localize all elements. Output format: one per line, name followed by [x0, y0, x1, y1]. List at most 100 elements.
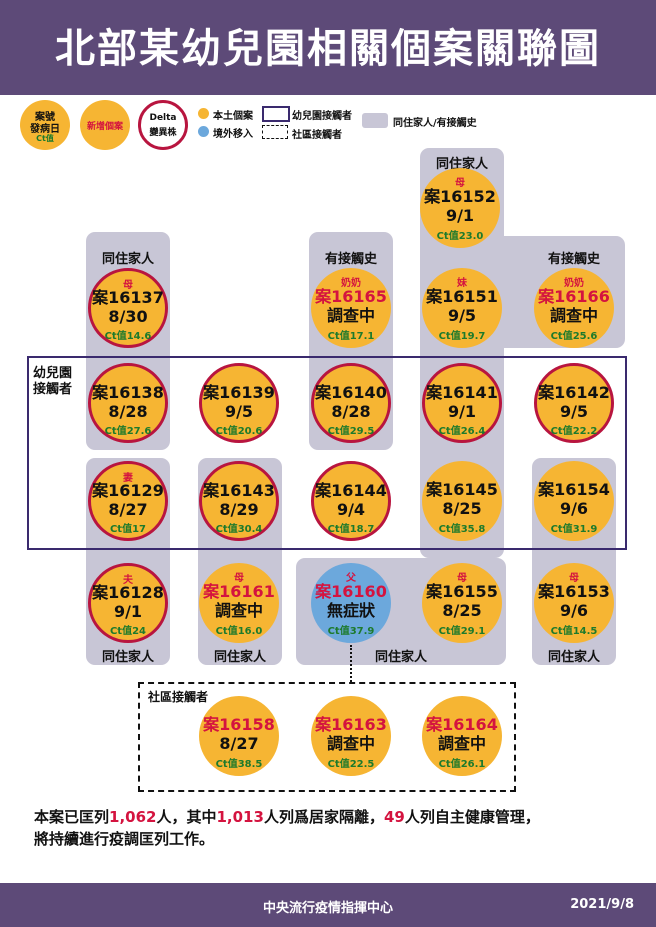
case-16161-relation: 母: [234, 573, 244, 584]
case-16141-ct: Ct值26.4: [438, 426, 486, 437]
case-16166-relation: 奶奶: [564, 278, 584, 289]
case-16142-id: 案16142: [538, 383, 610, 402]
case-16143-id: 案16143: [203, 481, 275, 500]
legend-household-box: [362, 113, 388, 128]
connector-dashed-line: [350, 645, 352, 682]
case-16155: 母 案16155 8/25 Ct值29.1: [422, 563, 502, 643]
case-16158: 案16158 8/27 Ct值38.5: [199, 696, 279, 776]
header-banner: [0, 0, 656, 95]
case-16158-date: 8/27: [219, 734, 259, 753]
case-16144-id: 案16144: [315, 481, 387, 500]
case-16129-id: 案16129: [92, 481, 164, 500]
legend-imported-label: 境外移入: [213, 129, 253, 140]
case-16165-relation: 奶奶: [341, 278, 361, 289]
legend-household-label: 同住家人/有接觸史: [393, 118, 477, 129]
case-16144: 案16144 9/4 Ct值18.7: [311, 461, 391, 541]
legend-case-no: 案號: [35, 112, 55, 123]
case-16141-id: 案16141: [426, 383, 498, 402]
legend-new-case: 新增個案: [86, 122, 123, 132]
legend-new-case-sample: 新增個案: [80, 100, 130, 150]
case-16161-date: 調查中: [214, 601, 263, 620]
case-16152-date: 9/1: [445, 206, 475, 225]
case-16129-relation: 妻: [123, 473, 133, 484]
case-16161-id: 案16161: [203, 582, 275, 601]
case-16152: 母 案16152 9/1 Ct值23.0: [420, 168, 500, 248]
case-16160-relation: 父: [346, 573, 356, 584]
case-16154: 案16154 9/6 Ct值31.9: [534, 461, 614, 541]
case-16128-relation: 夫: [123, 575, 133, 586]
summary-text-1: 本案已匡列: [34, 808, 110, 826]
case-16137-date: 8/30: [108, 307, 148, 326]
case-16164-date: 調查中: [437, 734, 486, 753]
legend-local-dot: [198, 108, 209, 119]
case-16144-date: 9/4: [336, 500, 366, 519]
case-16141-date: 9/1: [447, 402, 477, 421]
case-16153-ct: Ct值14.5: [550, 626, 598, 637]
case-16152-id: 案16152: [424, 187, 496, 206]
label-household-left: 同住家人: [101, 252, 154, 267]
legend-case-sample: 案號 發病日 Ct值: [20, 100, 70, 150]
case-16139-id: 案16139: [203, 383, 275, 402]
case-16155-relation: 母: [457, 573, 467, 584]
case-16139-ct: Ct值20.6: [215, 426, 263, 437]
case-16129-ct: Ct值17: [109, 524, 147, 535]
case-16158-id: 案16158: [203, 715, 275, 734]
case-16160-date: 無症狀: [326, 601, 375, 620]
case-16153: 母 案16153 9/6 Ct值14.5: [534, 563, 614, 643]
case-16137-ct: Ct值14.6: [104, 331, 152, 342]
case-16163: 案16163 調查中 Ct值22.5: [311, 696, 391, 776]
label-household-top: 同住家人: [435, 157, 488, 172]
case-16142: 案16142 9/5 Ct值22.2: [534, 363, 614, 443]
summary-line-2: 將持續進行疫調匡列工作。: [34, 830, 215, 848]
label-contact-right: 有接觸史: [547, 252, 600, 267]
case-16139-date: 9/5: [224, 402, 254, 421]
case-16166-date: 調查中: [549, 306, 598, 325]
case-16166-ct: Ct值25.6: [550, 331, 598, 342]
case-16143: 案16143 8/29 Ct值30.4: [199, 461, 279, 541]
case-16164-id: 案16164: [426, 715, 498, 734]
case-16128-date: 9/1: [113, 602, 143, 621]
case-16155-date: 8/25: [442, 601, 482, 620]
case-16151: 妹 案16151 9/5 Ct值19.7: [422, 268, 502, 348]
case-16138-id: 案16138: [92, 383, 164, 402]
case-16165-id: 案16165: [315, 287, 387, 306]
case-16166-id: 案16166: [538, 287, 610, 306]
case-16144-ct: Ct值18.7: [327, 524, 375, 535]
case-16142-date: 9/5: [559, 402, 589, 421]
case-16155-id: 案16155: [426, 582, 498, 601]
legend-local-label: 本土個案: [213, 111, 253, 122]
case-16140: 案16140 8/28 Ct值29.5: [311, 363, 391, 443]
label-household-bl: 同住家人: [101, 650, 154, 665]
legend-kindergarten-label: 幼兒園接觸者: [292, 111, 352, 122]
legend-delta-1: Delta: [149, 113, 177, 123]
case-16165-ct: Ct值17.1: [327, 331, 375, 342]
legend-onset: 發病日: [30, 124, 60, 135]
case-16161: 母 案16161 調查中 Ct值16.0: [199, 563, 279, 643]
case-16145: 案16145 8/25 Ct值35.8: [422, 461, 502, 541]
legend-community-box: [262, 125, 288, 139]
case-16129-date: 8/27: [108, 500, 148, 519]
footer-date: 2021/9/8: [570, 897, 634, 912]
case-16163-date: 調查中: [326, 734, 375, 753]
case-16138-date: 8/28: [108, 402, 148, 421]
community-contact-frame: [138, 682, 516, 792]
case-16160: 父 案16160 無症狀 Ct值37.9: [311, 563, 391, 643]
case-16137: 母 案16137 8/30 Ct值14.6: [88, 268, 168, 348]
case-16140-date: 8/28: [331, 402, 371, 421]
case-16165-date: 調查中: [326, 306, 375, 325]
case-16151-ct: Ct值19.7: [438, 331, 486, 342]
summary-self-monitor: 49: [383, 808, 405, 826]
case-16140-id: 案16140: [315, 383, 387, 402]
case-16145-ct: Ct值35.8: [438, 524, 486, 535]
case-16161-ct: Ct值16.0: [215, 626, 263, 637]
case-16128-ct: Ct值24: [109, 626, 147, 637]
case-16160-id: 案16160: [315, 582, 387, 601]
case-16163-id: 案16163: [315, 715, 387, 734]
legend-kindergarten-box: [262, 106, 290, 122]
summary-text-3: 人列爲居家隔離，: [263, 808, 384, 826]
label-contact-mid: 有接觸史: [324, 252, 377, 267]
case-16140-ct: Ct值29.5: [327, 426, 375, 437]
case-16160-ct: Ct值37.9: [327, 626, 375, 637]
case-16143-ct: Ct值30.4: [215, 524, 263, 535]
case-16138: 案16138 8/28 Ct值27.6: [88, 363, 168, 443]
